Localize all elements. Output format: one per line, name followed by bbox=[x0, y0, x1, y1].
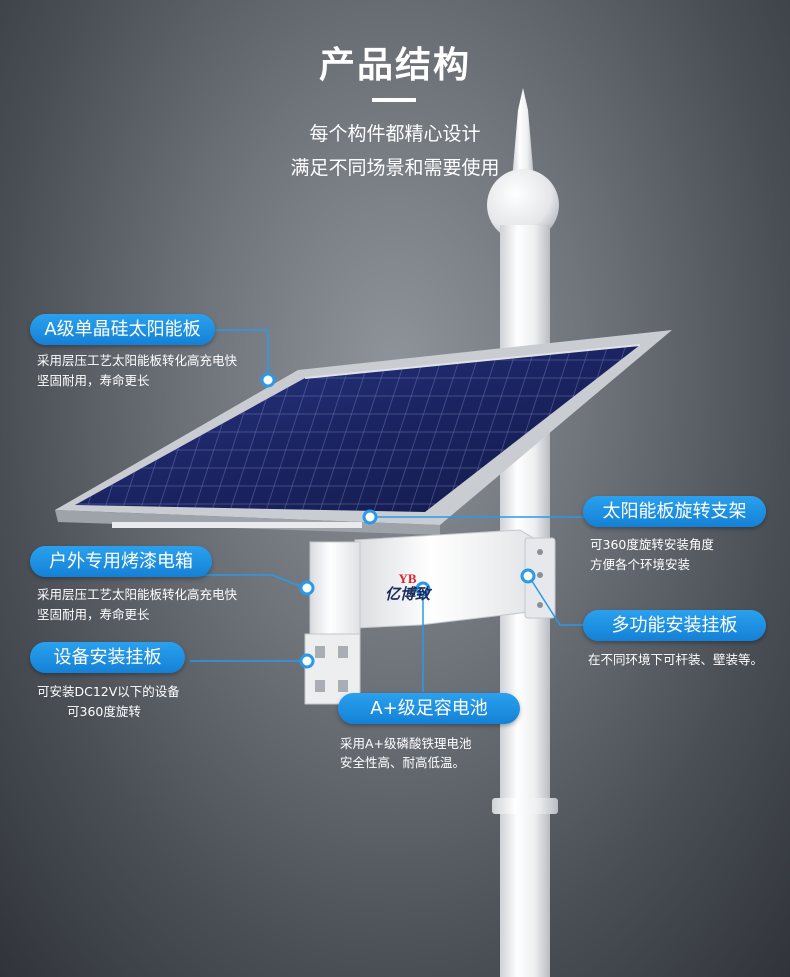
brand-logo-mark: YB bbox=[398, 571, 417, 586]
finial-ball bbox=[487, 169, 559, 241]
callout-mount-desc-1: 在不同环境下可杆装、壁装等。 bbox=[588, 652, 764, 667]
callout-box-desc-2: 坚固耐用，寿命更长 bbox=[37, 607, 150, 622]
page-title: 产品结构 bbox=[318, 45, 471, 86]
leader-box bbox=[200, 574, 306, 589]
leader-mount bbox=[529, 577, 585, 626]
callout-panel-desc-2: 坚固耐用，寿命更长 bbox=[37, 373, 150, 388]
subtitle-line-1: 每个构件都精心设计 bbox=[309, 123, 481, 145]
solar-panel bbox=[55, 330, 672, 535]
marker-panel bbox=[260, 372, 276, 388]
electric-box bbox=[309, 541, 361, 635]
callout-plate-label: 设备安装挂板 bbox=[30, 642, 185, 673]
marker-plate bbox=[299, 653, 315, 669]
pole-collar bbox=[492, 798, 558, 814]
callout-bracket-desc-1: 可360度旋转安装角度 bbox=[590, 537, 714, 552]
brand-logo: YB 亿博致 bbox=[370, 572, 445, 603]
callout-battery-desc-2: 安全性高、耐高低温。 bbox=[340, 755, 466, 770]
brand-logo-text: 亿博致 bbox=[384, 585, 430, 603]
marker-box bbox=[299, 580, 315, 596]
callout-bracket-label: 太阳能板旋转支架 bbox=[583, 496, 766, 527]
callout-mount-label: 多功能安装挂板 bbox=[583, 610, 766, 641]
marker-mount bbox=[520, 568, 536, 584]
title-divider bbox=[372, 98, 416, 102]
callout-plate-desc-2: 可360度旋转 bbox=[67, 704, 141, 719]
callout-bracket-desc-2: 方便各个环境安装 bbox=[590, 557, 691, 572]
lightning-rod bbox=[512, 88, 534, 180]
callout-panel-label: A级单晶硅太阳能板 bbox=[30, 314, 215, 345]
marker-battery bbox=[415, 581, 431, 597]
callout-box-desc-1: 采用层压工艺太阳能板转化高充电快 bbox=[37, 587, 238, 602]
callout-plate-desc-1: 可安装DC12V以下的设备 bbox=[37, 684, 180, 699]
callout-panel-desc-1: 采用层压工艺太阳能板转化高充电快 bbox=[37, 353, 238, 368]
callout-box-label: 户外专用烤漆电箱 bbox=[30, 546, 212, 577]
callout-battery-desc-1: 采用A+级磷酸铁理电池 bbox=[340, 736, 472, 751]
marker-bracket bbox=[362, 509, 378, 525]
mounting-plate bbox=[304, 633, 361, 705]
leader-panel bbox=[215, 329, 269, 378]
callout-battery-label: A+级足容电池 bbox=[338, 693, 520, 724]
subtitle-line-2: 满足不同场景和需要使用 bbox=[290, 157, 500, 179]
